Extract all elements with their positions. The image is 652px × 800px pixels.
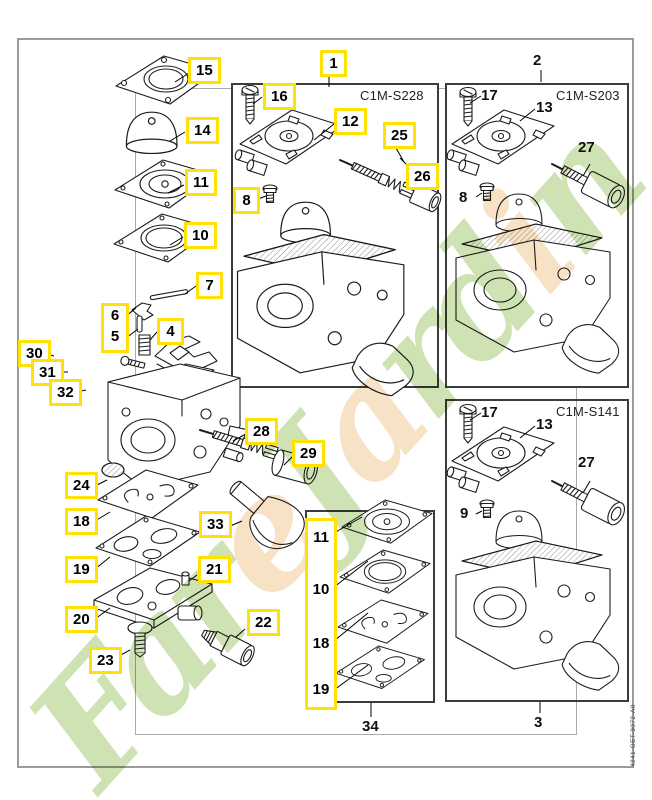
callout-group-gasket-set-18[interactable]: 18 <box>312 635 330 652</box>
callout-27-kit2[interactable]: 27 <box>578 139 595 156</box>
kit3-model-label: C1M-S141 <box>556 404 620 419</box>
callout-8-kit2[interactable]: 8 <box>459 189 468 206</box>
part-drawing-plug-21 <box>181 571 190 586</box>
drawing-number: 4241-GET-9072-A0 <box>630 704 637 767</box>
callout-group-gasket-set[interactable]: 11 10 18 19 <box>305 518 337 710</box>
callout-2[interactable]: 2 <box>533 52 542 69</box>
callout-17-kit3[interactable]: 17 <box>481 404 498 421</box>
kit1-model-label: C1M-S228 <box>360 88 424 103</box>
part-drawing-needle-25-26 <box>336 153 442 213</box>
part-drawing-screen-24 <box>101 462 125 478</box>
callout-19[interactable]: 19 <box>65 556 98 583</box>
callout-9-kit3[interactable]: 9 <box>460 505 469 522</box>
callout-28[interactable]: 28 <box>245 418 278 445</box>
kit3-panel <box>445 399 629 702</box>
part-drawing-needle-27-kit2 <box>551 163 625 209</box>
callout-33[interactable]: 33 <box>199 511 232 538</box>
part-drawing-spring-4 <box>138 334 151 356</box>
callout-20[interactable]: 20 <box>65 606 98 633</box>
callout-27-kit3[interactable]: 27 <box>578 454 595 471</box>
callout-24[interactable]: 24 <box>65 472 98 499</box>
callout-8-kit1[interactable]: 8 <box>233 187 260 214</box>
callout-1[interactable]: 1 <box>320 50 347 77</box>
callout-group-6-5-6[interactable]: 6 <box>110 307 120 324</box>
callout-10[interactable]: 10 <box>184 222 217 249</box>
part-drawing-lever-6 <box>131 302 154 321</box>
callout-25[interactable]: 25 <box>383 122 416 149</box>
callout-12[interactable]: 12 <box>334 108 367 135</box>
page-border <box>17 38 634 768</box>
callout-group-gasket-set-19[interactable]: 19 <box>312 681 330 698</box>
callout-32[interactable]: 32 <box>49 379 82 406</box>
kit2-model-label: C1M-S203 <box>556 88 620 103</box>
part-drawing-screw-30 <box>120 355 146 369</box>
callout-13-kit2[interactable]: 13 <box>536 99 553 116</box>
part-drawing-screw-23 <box>127 621 153 658</box>
callout-3[interactable]: 3 <box>534 714 543 731</box>
callout-11[interactable]: 11 <box>185 169 217 196</box>
callout-group-gasket-set-10[interactable]: 10 <box>312 581 330 598</box>
callout-34[interactable]: 34 <box>362 718 379 735</box>
part-drawing-nozzle-33 <box>229 480 305 550</box>
callout-18[interactable]: 18 <box>65 508 98 535</box>
callout-group-6-5-5[interactable]: 5 <box>110 328 120 345</box>
part-drawing-pin-5 <box>136 315 143 333</box>
callout-group-gasket-set-11[interactable]: 11 <box>313 529 329 546</box>
callout-21[interactable]: 21 <box>198 556 231 583</box>
callout-26[interactable]: 26 <box>406 163 439 190</box>
part-drawing-needle-27-kit3 <box>551 480 625 526</box>
callout-23[interactable]: 23 <box>89 647 122 674</box>
callout-4[interactable]: 4 <box>157 318 184 345</box>
callout-17-kit2[interactable]: 17 <box>481 87 498 104</box>
part-drawing-valve-22 <box>201 629 255 667</box>
callout-14[interactable]: 14 <box>186 117 219 144</box>
callout-13-kit3[interactable]: 13 <box>536 416 553 433</box>
callout-29[interactable]: 29 <box>292 440 325 467</box>
callout-15[interactable]: 15 <box>188 57 221 84</box>
callout-22[interactable]: 22 <box>247 609 280 636</box>
callout-7[interactable]: 7 <box>196 272 223 299</box>
part-drawing-carburetor-body-main <box>107 363 253 489</box>
callout-16[interactable]: 16 <box>263 83 296 110</box>
